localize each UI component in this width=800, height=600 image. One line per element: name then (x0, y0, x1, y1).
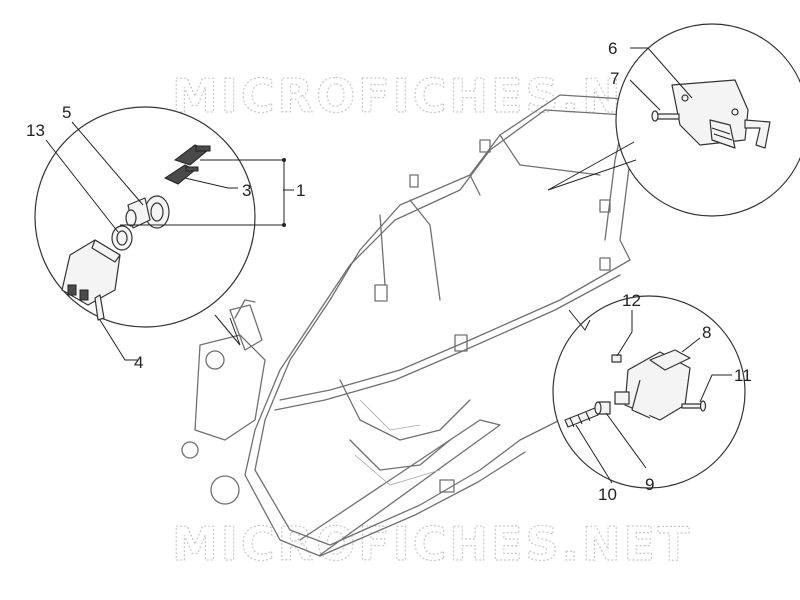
lock-bezel (144, 195, 170, 229)
callout-12: 12 (622, 291, 641, 310)
callout-5: 5 (62, 103, 71, 122)
actuator-screw (681, 400, 707, 412)
watermark-bottom: MICROFICHES.NET (172, 517, 692, 571)
leader-9 (605, 412, 647, 469)
actuator-plunger (594, 401, 611, 415)
watermark-top: MICROFICHES.NET (172, 69, 692, 123)
actuator-nut (611, 354, 622, 363)
callout-6: 6 (608, 39, 617, 58)
callout-7: 7 (610, 69, 619, 88)
leader-5 (71, 121, 144, 206)
callout-9: 9 (645, 475, 654, 494)
switch-body (61, 239, 121, 321)
callout-10: 10 (598, 485, 617, 504)
leader-8 (681, 337, 701, 353)
callout-4: 4 (134, 353, 143, 372)
seat-lock-actuator-detail (552, 295, 746, 489)
callout-13: 13 (26, 121, 45, 140)
leader-3 (184, 177, 238, 189)
leader-10 (575, 424, 613, 484)
latch-screw (651, 110, 680, 122)
leader-13 (45, 139, 119, 233)
leader-12 (616, 310, 633, 357)
leader-6 (630, 47, 693, 99)
leader-4 (99, 319, 138, 361)
leader-11 (699, 374, 732, 403)
scooter-frame (181, 94, 651, 557)
leader-3-1 (120, 159, 285, 226)
callout-11: 11 (734, 366, 752, 385)
callout-1: 1 (296, 181, 305, 200)
lock-ring (111, 225, 133, 251)
seat-latch-detail (547, 23, 800, 217)
ignition-switch-detail (34, 106, 292, 361)
key-set (163, 144, 211, 185)
actuator-spring (564, 407, 599, 428)
actuator-body (614, 349, 691, 421)
callout-8: 8 (702, 323, 711, 342)
leader-7 (629, 79, 661, 111)
callout-labels: 13 5 3 1 4 6 7 12 8 11 9 10 (26, 39, 752, 504)
callout-3: 3 (242, 181, 251, 200)
